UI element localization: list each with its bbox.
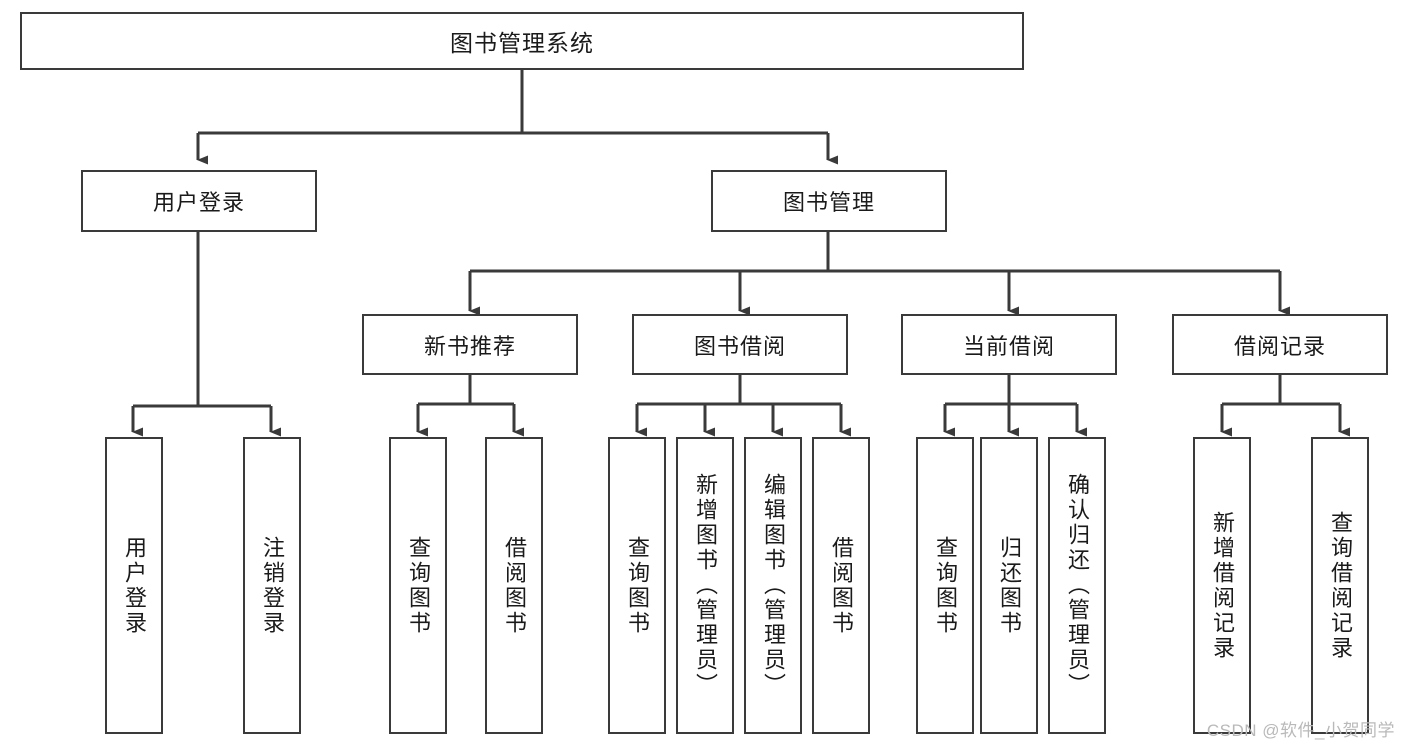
node-leaf-return-book-label: 归还图书: [997, 535, 1022, 636]
node-leaf-add-record-label: 新增借阅记录: [1210, 510, 1235, 661]
node-leaf-query-record[interactable]: 查询借阅记录: [1311, 437, 1369, 734]
node-leaf-query-book-3[interactable]: 查询图书: [916, 437, 974, 734]
node-leaf-borrow-book-2-label: 借阅图书: [829, 535, 854, 636]
node-leaf-logout-login-label: 注销登录: [260, 535, 285, 636]
node-leaf-add-book-label: 新增图书（管理员）: [693, 473, 718, 698]
node-leaf-borrow-book-2[interactable]: 借阅图书: [812, 437, 870, 734]
node-root-label: 图书管理系统: [450, 30, 594, 56]
node-leaf-confirm-return-label: 确认归还（管理员）: [1065, 473, 1090, 698]
node-leaf-query-book-3-label: 查询图书: [933, 535, 958, 636]
node-book-manage[interactable]: 图书管理: [711, 170, 947, 232]
node-book-borrow[interactable]: 图书借阅: [632, 314, 848, 375]
node-current-borrow[interactable]: 当前借阅: [901, 314, 1117, 375]
node-leaf-user-login-label: 用户登录: [122, 535, 147, 636]
node-leaf-query-book-1-label: 查询图书: [406, 535, 431, 636]
node-leaf-borrow-book-1[interactable]: 借阅图书: [485, 437, 543, 734]
node-leaf-add-record[interactable]: 新增借阅记录: [1193, 437, 1251, 734]
node-new-book-rec[interactable]: 新书推荐: [362, 314, 578, 375]
node-leaf-edit-book[interactable]: 编辑图书（管理员）: [744, 437, 802, 734]
node-leaf-edit-book-label: 编辑图书（管理员）: [761, 473, 786, 698]
node-leaf-confirm-return[interactable]: 确认归还（管理员）: [1048, 437, 1106, 734]
node-leaf-borrow-book-1-label: 借阅图书: [502, 535, 527, 636]
node-new-book-rec-label: 新书推荐: [423, 333, 516, 359]
node-leaf-query-record-label: 查询借阅记录: [1328, 510, 1353, 661]
node-leaf-user-login[interactable]: 用户登录: [105, 437, 163, 734]
node-book-borrow-label: 图书借阅: [693, 333, 786, 359]
node-leaf-logout-login[interactable]: 注销登录: [243, 437, 301, 734]
node-borrow-record[interactable]: 借阅记录: [1172, 314, 1388, 375]
node-leaf-query-book-1[interactable]: 查询图书: [389, 437, 447, 734]
node-leaf-query-book-2-label: 查询图书: [625, 535, 650, 636]
node-user-login-label: 用户登录: [152, 190, 245, 215]
node-user-login[interactable]: 用户登录: [81, 170, 317, 232]
node-leaf-return-book[interactable]: 归还图书: [980, 437, 1038, 734]
node-root[interactable]: 图书管理系统: [20, 12, 1024, 70]
node-leaf-query-book-2[interactable]: 查询图书: [608, 437, 666, 734]
watermark: CSDN @软件_小贺同学: [1206, 721, 1395, 740]
node-book-manage-label: 图书管理: [782, 190, 875, 215]
node-borrow-record-label: 借阅记录: [1233, 333, 1326, 359]
node-leaf-add-book[interactable]: 新增图书（管理员）: [676, 437, 734, 734]
node-current-borrow-label: 当前借阅: [962, 333, 1055, 359]
